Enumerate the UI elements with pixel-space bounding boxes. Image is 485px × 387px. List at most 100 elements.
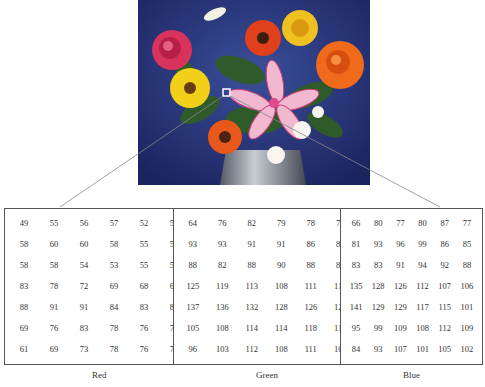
pixel-value: 77 bbox=[389, 219, 411, 228]
pixel-value: 135 bbox=[345, 282, 367, 291]
pixel-value: 90 bbox=[267, 261, 297, 270]
pixel-value: 78 bbox=[39, 282, 69, 291]
pixel-value: 60 bbox=[69, 240, 99, 249]
pixel-value: 68 bbox=[129, 282, 159, 291]
pixel-value: 83 bbox=[129, 303, 159, 312]
pixel-value: 79 bbox=[267, 219, 297, 228]
pixel-value: 52 bbox=[129, 219, 159, 228]
pixel-value: 99 bbox=[367, 324, 389, 333]
pixel-value: 76 bbox=[208, 219, 238, 228]
pixel-value: 83 bbox=[9, 282, 39, 291]
matrix-panel: 6476827978789393919186868882889088891251… bbox=[173, 208, 360, 381]
pixel-value: 91 bbox=[389, 261, 411, 270]
pixel-value: 69 bbox=[39, 345, 69, 354]
pixel-value: 132 bbox=[237, 303, 267, 312]
pixel-value: 129 bbox=[367, 303, 389, 312]
pixel-value: 78 bbox=[99, 324, 129, 333]
pixel-value: 107 bbox=[389, 345, 411, 354]
pixel-value: 66 bbox=[345, 219, 367, 228]
pixel-value: 94 bbox=[411, 261, 433, 270]
pixel-value: 76 bbox=[129, 324, 159, 333]
pixel-value: 69 bbox=[9, 324, 39, 333]
pixel-value: 86 bbox=[434, 240, 456, 249]
pixel-value: 103 bbox=[208, 345, 238, 354]
pixel-value: 87 bbox=[434, 219, 456, 228]
pixel-value: 115 bbox=[434, 303, 456, 312]
pixel-value: 55 bbox=[39, 219, 69, 228]
pixel-value: 92 bbox=[434, 261, 456, 270]
pixel-value: 108 bbox=[267, 282, 297, 291]
zoom-line bbox=[60, 96, 223, 207]
matrix-panel: 4955565752535860605855575858545355568378… bbox=[4, 208, 194, 381]
pixel-value: 101 bbox=[411, 345, 433, 354]
pixel-value: 99 bbox=[411, 240, 433, 249]
pixel-value: 93 bbox=[208, 240, 238, 249]
pixel-value: 113 bbox=[237, 282, 267, 291]
pixel-value: 106 bbox=[456, 282, 478, 291]
pixel-value: 78 bbox=[296, 219, 326, 228]
pixel-matrix-box: 6476827978789393919186868882889088891251… bbox=[173, 208, 360, 365]
pixel-value: 126 bbox=[389, 282, 411, 291]
pixel-value: 128 bbox=[367, 282, 389, 291]
pixel-value: 117 bbox=[411, 303, 433, 312]
channel-label: Green bbox=[256, 371, 278, 380]
pixel-value: 58 bbox=[9, 240, 39, 249]
pixel-value: 58 bbox=[39, 261, 69, 270]
pixel-value: 95 bbox=[345, 324, 367, 333]
pixel-value: 114 bbox=[267, 324, 297, 333]
pixel-value: 76 bbox=[129, 345, 159, 354]
pixel-value: 114 bbox=[237, 324, 267, 333]
pixel-value: 91 bbox=[237, 240, 267, 249]
pixel-value: 64 bbox=[178, 219, 208, 228]
pixel-value: 91 bbox=[69, 303, 99, 312]
pixel-value: 112 bbox=[411, 282, 433, 291]
pixel-value: 82 bbox=[208, 261, 238, 270]
pixel-value: 88 bbox=[296, 261, 326, 270]
pixel-value: 96 bbox=[389, 240, 411, 249]
pixel-value: 102 bbox=[456, 345, 478, 354]
pixel-value: 86 bbox=[296, 240, 326, 249]
pixel-value: 56 bbox=[69, 219, 99, 228]
pixel-value: 55 bbox=[129, 240, 159, 249]
pixel-value: 53 bbox=[99, 261, 129, 270]
pixel-value: 111 bbox=[296, 345, 326, 354]
pixel-value: 108 bbox=[208, 324, 238, 333]
pixel-value: 105 bbox=[178, 324, 208, 333]
pixel-value: 80 bbox=[367, 219, 389, 228]
pixel-value: 72 bbox=[69, 282, 99, 291]
pixel-value: 93 bbox=[367, 345, 389, 354]
pixel-value: 109 bbox=[389, 324, 411, 333]
pixel-value: 101 bbox=[456, 303, 478, 312]
pixel-value: 60 bbox=[39, 240, 69, 249]
pixel-value: 80 bbox=[411, 219, 433, 228]
pixel-value: 83 bbox=[345, 261, 367, 270]
pixel-value: 88 bbox=[9, 303, 39, 312]
pixel-value: 126 bbox=[296, 303, 326, 312]
pixel-value: 85 bbox=[456, 240, 478, 249]
pixel-value: 129 bbox=[389, 303, 411, 312]
pixel-value: 112 bbox=[434, 324, 456, 333]
pixel-value: 96 bbox=[178, 345, 208, 354]
pixel-value: 58 bbox=[9, 261, 39, 270]
channel-label: Blue bbox=[403, 371, 420, 380]
pixel-value: 54 bbox=[69, 261, 99, 270]
pixel-value: 78 bbox=[99, 345, 129, 354]
pixel-value: 83 bbox=[69, 324, 99, 333]
pixel-value: 111 bbox=[296, 282, 326, 291]
pixel-value: 88 bbox=[237, 261, 267, 270]
pixel-value: 91 bbox=[39, 303, 69, 312]
pixel-value: 128 bbox=[267, 303, 297, 312]
pixel-value: 58 bbox=[99, 240, 129, 249]
pixel-value: 61 bbox=[9, 345, 39, 354]
pixel-value: 76 bbox=[39, 324, 69, 333]
pixel-value: 57 bbox=[99, 219, 129, 228]
pixel-matrix-box: 6680778087778193969986858383919492881351… bbox=[340, 208, 483, 365]
pixel-value: 88 bbox=[178, 261, 208, 270]
pixel-value: 88 bbox=[456, 261, 478, 270]
pixel-value: 118 bbox=[296, 324, 326, 333]
pixel-value: 119 bbox=[208, 282, 238, 291]
pixel-value: 93 bbox=[178, 240, 208, 249]
pixel-value: 137 bbox=[178, 303, 208, 312]
pixel-value: 108 bbox=[411, 324, 433, 333]
pixel-value: 82 bbox=[237, 219, 267, 228]
